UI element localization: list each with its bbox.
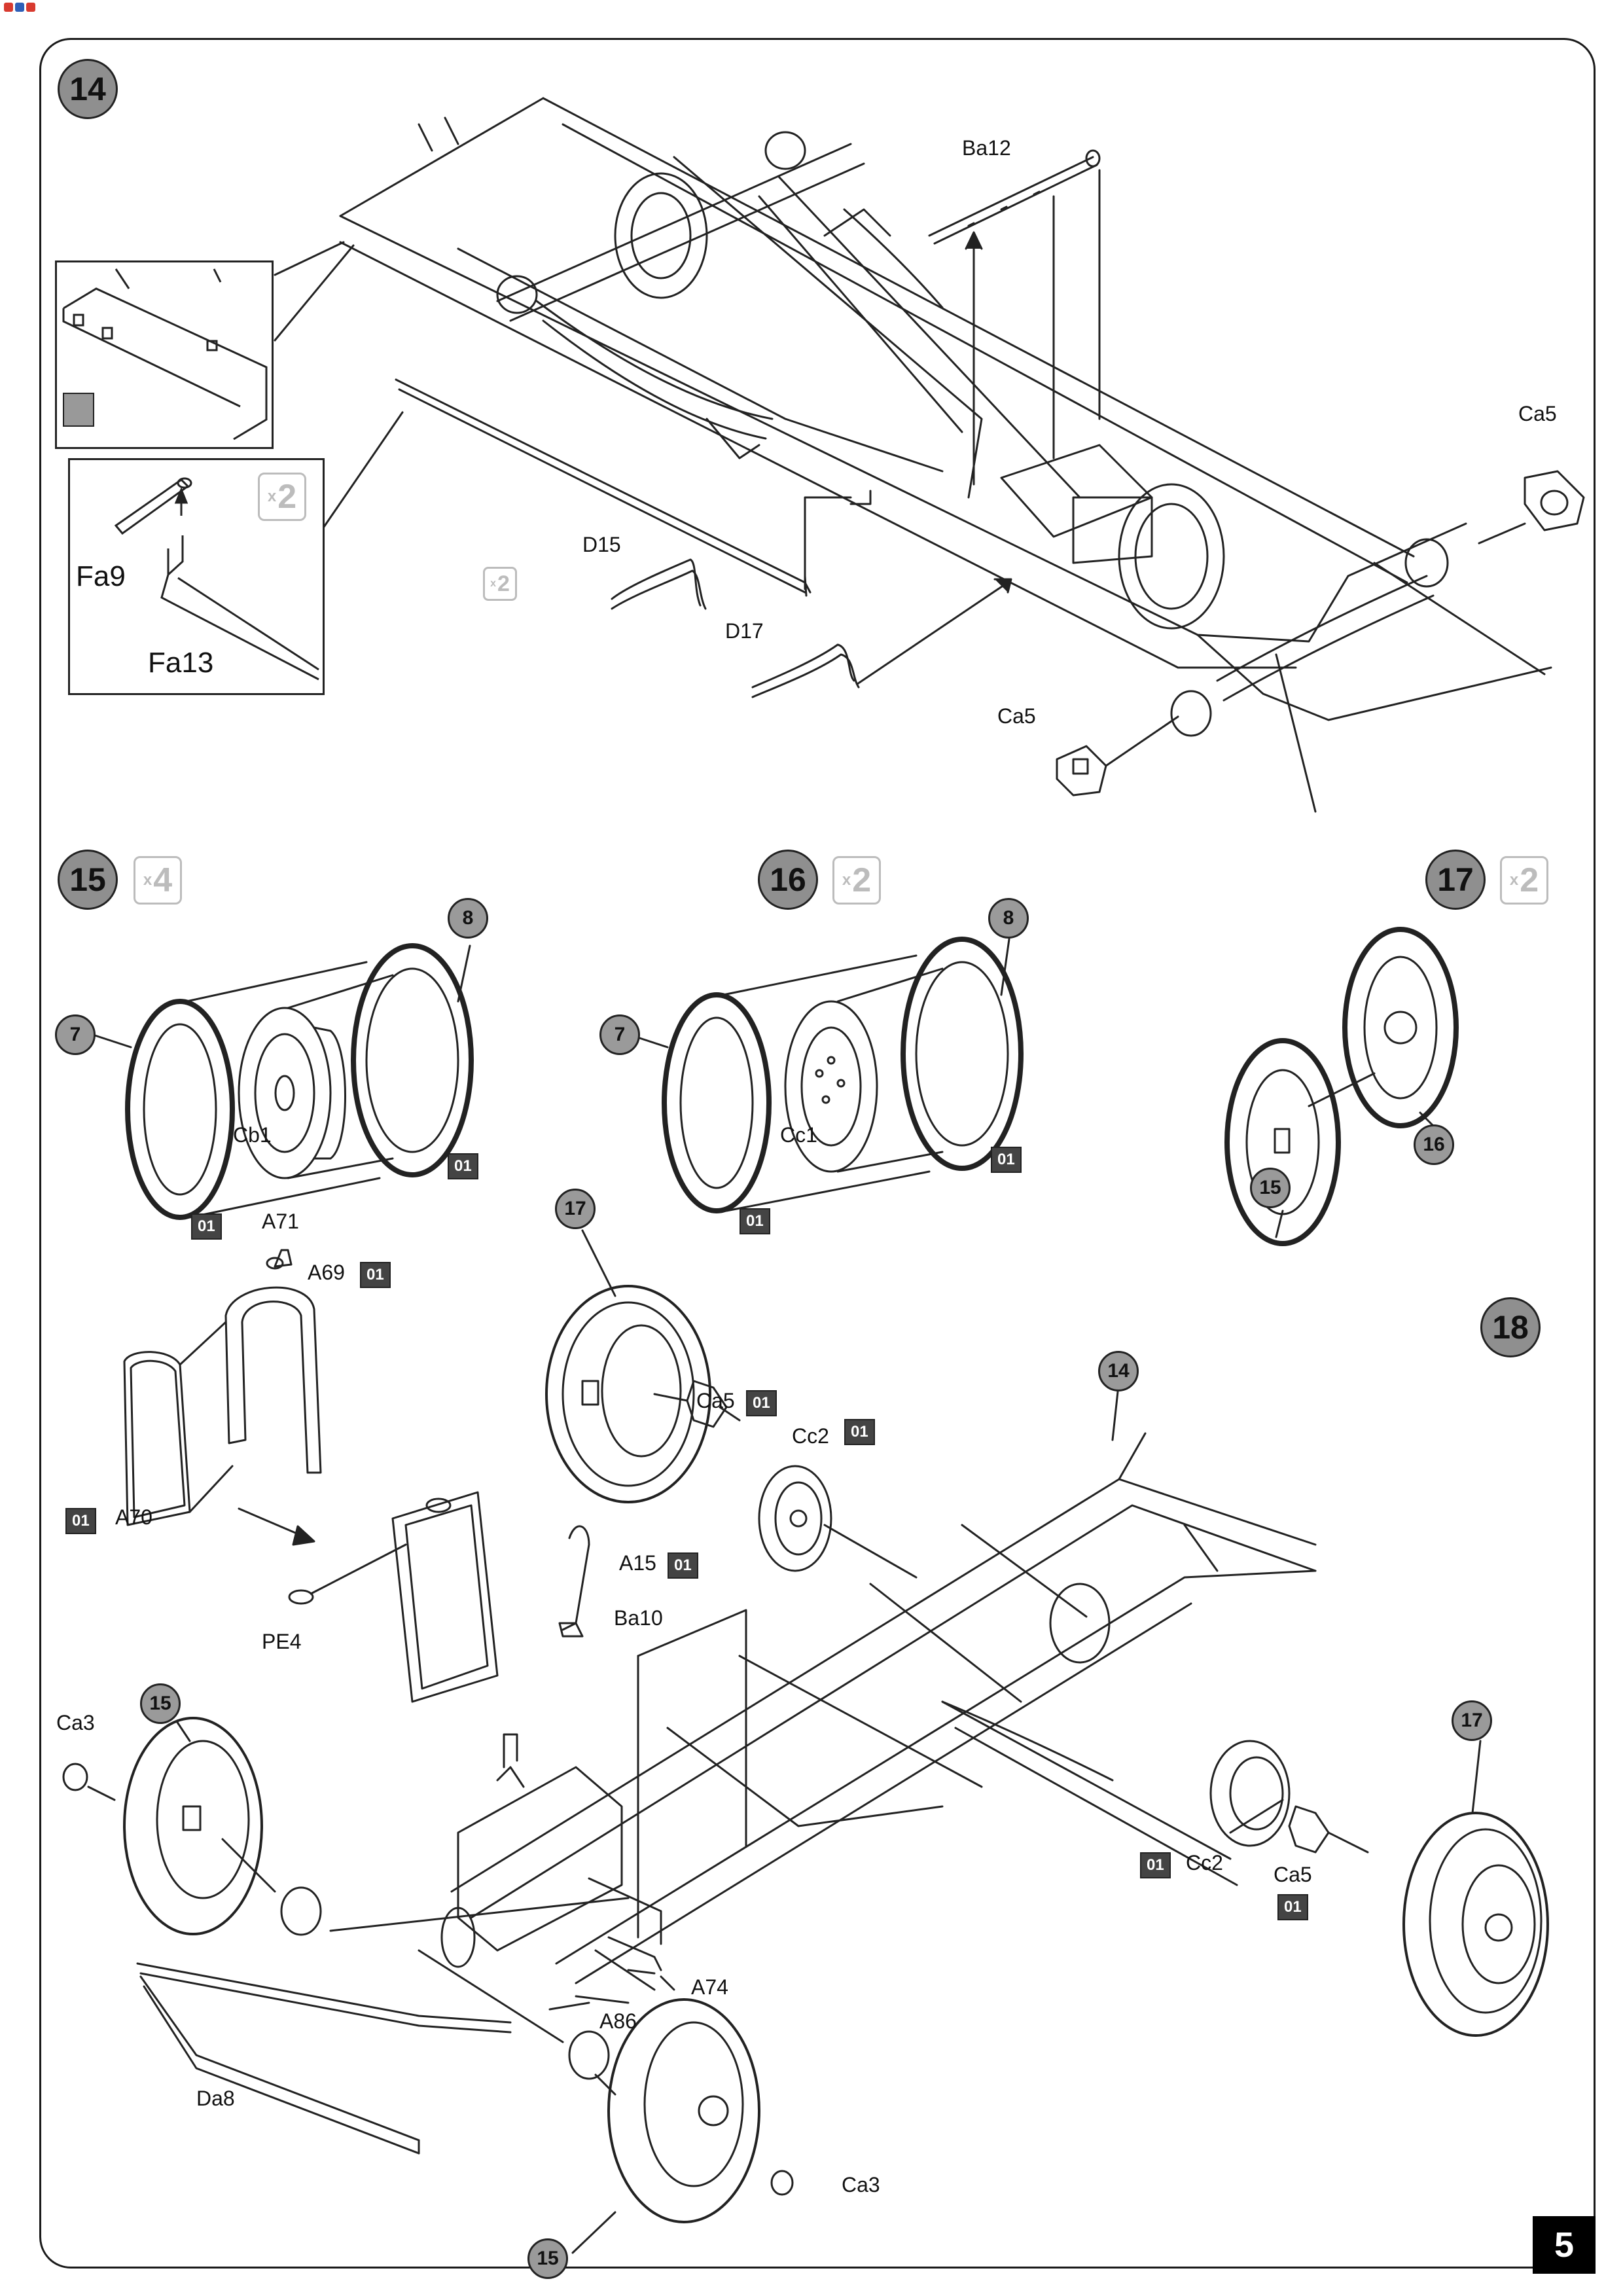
part-label-a74: A74 <box>691 1975 728 1999</box>
part-label-ba10: Ba10 <box>614 1606 663 1630</box>
part-number-bubble-hub-15: 8 <box>448 898 488 939</box>
part-label-cb1: Cb1 <box>233 1123 272 1147</box>
part-label-d15: D15 <box>582 533 621 556</box>
part-number-bubble-wheel-17-top: 17 <box>555 1189 596 1229</box>
part-number-bubble-wheel-15-bottom: 15 <box>527 2238 568 2279</box>
part-label-ca3-bottom: Ca3 <box>842 2173 880 2197</box>
part-label-fa9: Fa9 <box>76 560 126 592</box>
paint-chip-ca5-top: 01 <box>746 1390 777 1416</box>
part-label-ca5-s18-top: Ca5 <box>696 1389 735 1412</box>
part-label-pe4: PE4 <box>262 1630 302 1653</box>
paint-chip-a70: 01 <box>65 1508 96 1534</box>
part-number-bubble-wheel-17-right: 17 <box>1452 1700 1492 1741</box>
part-label-ca3-left: Ca3 <box>56 1711 95 1734</box>
step-number-17: 17 <box>1425 850 1486 910</box>
paint-chip-a69: 01 <box>360 1262 391 1288</box>
page-frame <box>39 38 1596 2269</box>
inset-frame-detail <box>55 260 274 449</box>
part-label-a86: A86 <box>599 2009 637 2033</box>
chassis-assembly-18 <box>63 1250 1548 2222</box>
step-number-16: 16 <box>758 850 818 910</box>
shaft-ba12 <box>929 151 1099 243</box>
part-label-ca5-lower: Ca5 <box>997 704 1036 728</box>
step-number-15: 15 <box>58 850 118 910</box>
step-number-14: 14 <box>58 59 118 119</box>
part-label-cc2-bottom: Cc2 <box>1186 1851 1223 1874</box>
part-number-bubble-wheel-15: 15 <box>1250 1168 1291 1208</box>
paint-chip-cc2-top: 01 <box>844 1419 875 1445</box>
frame-detail-illustration <box>62 268 268 440</box>
chassis-frame-14 <box>340 98 1551 812</box>
part-label-ba12: Ba12 <box>962 136 1011 160</box>
part-label-a70: A70 <box>115 1505 152 1529</box>
paint-chip-a15: 01 <box>668 1552 698 1579</box>
part-label-ca5-s18-bottom: Ca5 <box>1274 1863 1312 1886</box>
part-label-da8: Da8 <box>196 2087 235 2110</box>
publisher-logo <box>4 3 35 12</box>
part-label-d17: D17 <box>725 619 764 643</box>
wheels-17 <box>1227 929 1456 1244</box>
part-number-bubble-wheel-16: 16 <box>1414 1124 1454 1165</box>
part-number-bubble-hub-16: 8 <box>988 898 1029 939</box>
part-label-fa13: Fa13 <box>148 647 214 679</box>
part-label-cc2-top: Cc2 <box>792 1424 829 1448</box>
part-label-a69: A69 <box>308 1261 345 1284</box>
wheel-exploded-15 <box>128 946 471 1217</box>
paint-chip-ca5-bottom: 01 <box>1277 1894 1308 1920</box>
part-label-cc1: Cc1 <box>780 1123 817 1147</box>
paint-chip-hub-15: 01 <box>448 1153 478 1179</box>
wheel-exploded-16 <box>664 939 1021 1211</box>
part-label-a15: A15 <box>619 1551 656 1575</box>
torsion-rod-illustration <box>114 477 319 681</box>
part-label-ca5-right: Ca5 <box>1518 402 1557 425</box>
part-number-bubble-tire-16: 7 <box>599 1014 640 1055</box>
inset-torsion-rod <box>68 458 325 695</box>
paint-chip-cc2-bottom: 01 <box>1140 1852 1171 1878</box>
paint-chip-tire-16: 01 <box>740 1208 770 1234</box>
paint-chip-hub-16: 01 <box>991 1147 1022 1173</box>
paint-chip-tire-15: 01 <box>191 1213 222 1240</box>
part-label-a71: A71 <box>262 1210 299 1233</box>
part-number-bubble-chassis-14: 14 <box>1098 1351 1139 1391</box>
step-number-18: 18 <box>1480 1297 1541 1357</box>
part-number-bubble-wheel-15-left: 15 <box>140 1683 181 1724</box>
page-number: 5 <box>1533 2216 1596 2274</box>
part-number-bubble-tire-15: 7 <box>55 1014 96 1055</box>
